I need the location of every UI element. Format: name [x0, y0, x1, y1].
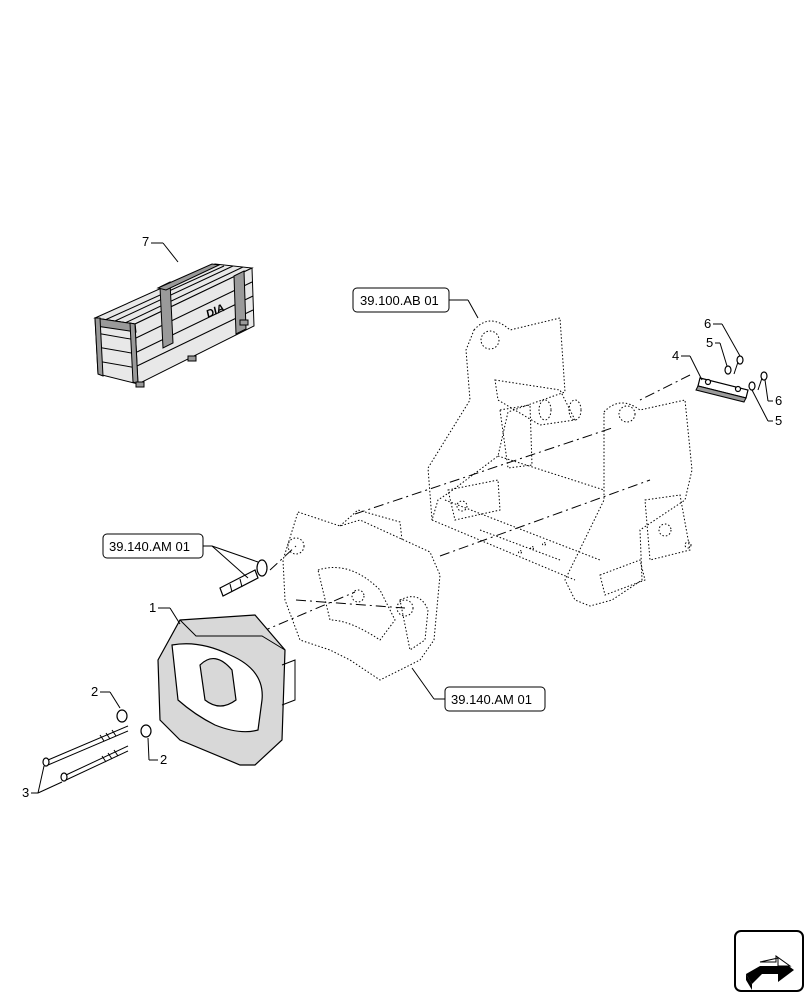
adapter-block: [282, 509, 441, 681]
callout-3: 3: [22, 785, 29, 800]
ref-label-left: 39.140.AM 01: [109, 539, 190, 554]
crate-illustration: DIA: [93, 263, 255, 388]
callout-1: 1: [149, 600, 156, 615]
ref-box-top[interactable]: 39.100.AB 01: [352, 287, 450, 313]
ref-label-right: 39.140.AM 01: [451, 692, 532, 707]
ref-box-left[interactable]: 39.140.AM 01: [102, 533, 204, 559]
washer-upper: [116, 709, 128, 723]
long-bolt-lower: [60, 745, 129, 782]
callout-5-lower: 5: [775, 413, 782, 428]
callout-4: 4: [672, 348, 679, 363]
callout-2-upper: 2: [91, 684, 98, 699]
callout-6-upper: 6: [704, 316, 711, 331]
washer-small-upper: [724, 365, 732, 375]
washer-small-lower: [748, 381, 756, 391]
bolt-small-lower: [757, 371, 768, 391]
ref-box-right[interactable]: 39.140.AM 01: [444, 686, 546, 712]
callout-2-lower: 2: [160, 752, 167, 767]
bolt-upper: [219, 559, 268, 597]
bolt-small-upper: [733, 355, 744, 375]
retaining-plate: [695, 377, 749, 403]
callout-7: 7: [142, 234, 149, 249]
navigate-arrow-icon[interactable]: [734, 930, 804, 992]
callout-5-upper: 5: [706, 335, 713, 350]
washer-lower: [140, 724, 152, 738]
ref-label-top: 39.100.AB 01: [360, 293, 439, 308]
callout-6-lower: 6: [775, 393, 782, 408]
frame-assembly: [427, 317, 693, 607]
long-bolt-upper: [42, 725, 129, 767]
counterweight: [157, 614, 296, 766]
